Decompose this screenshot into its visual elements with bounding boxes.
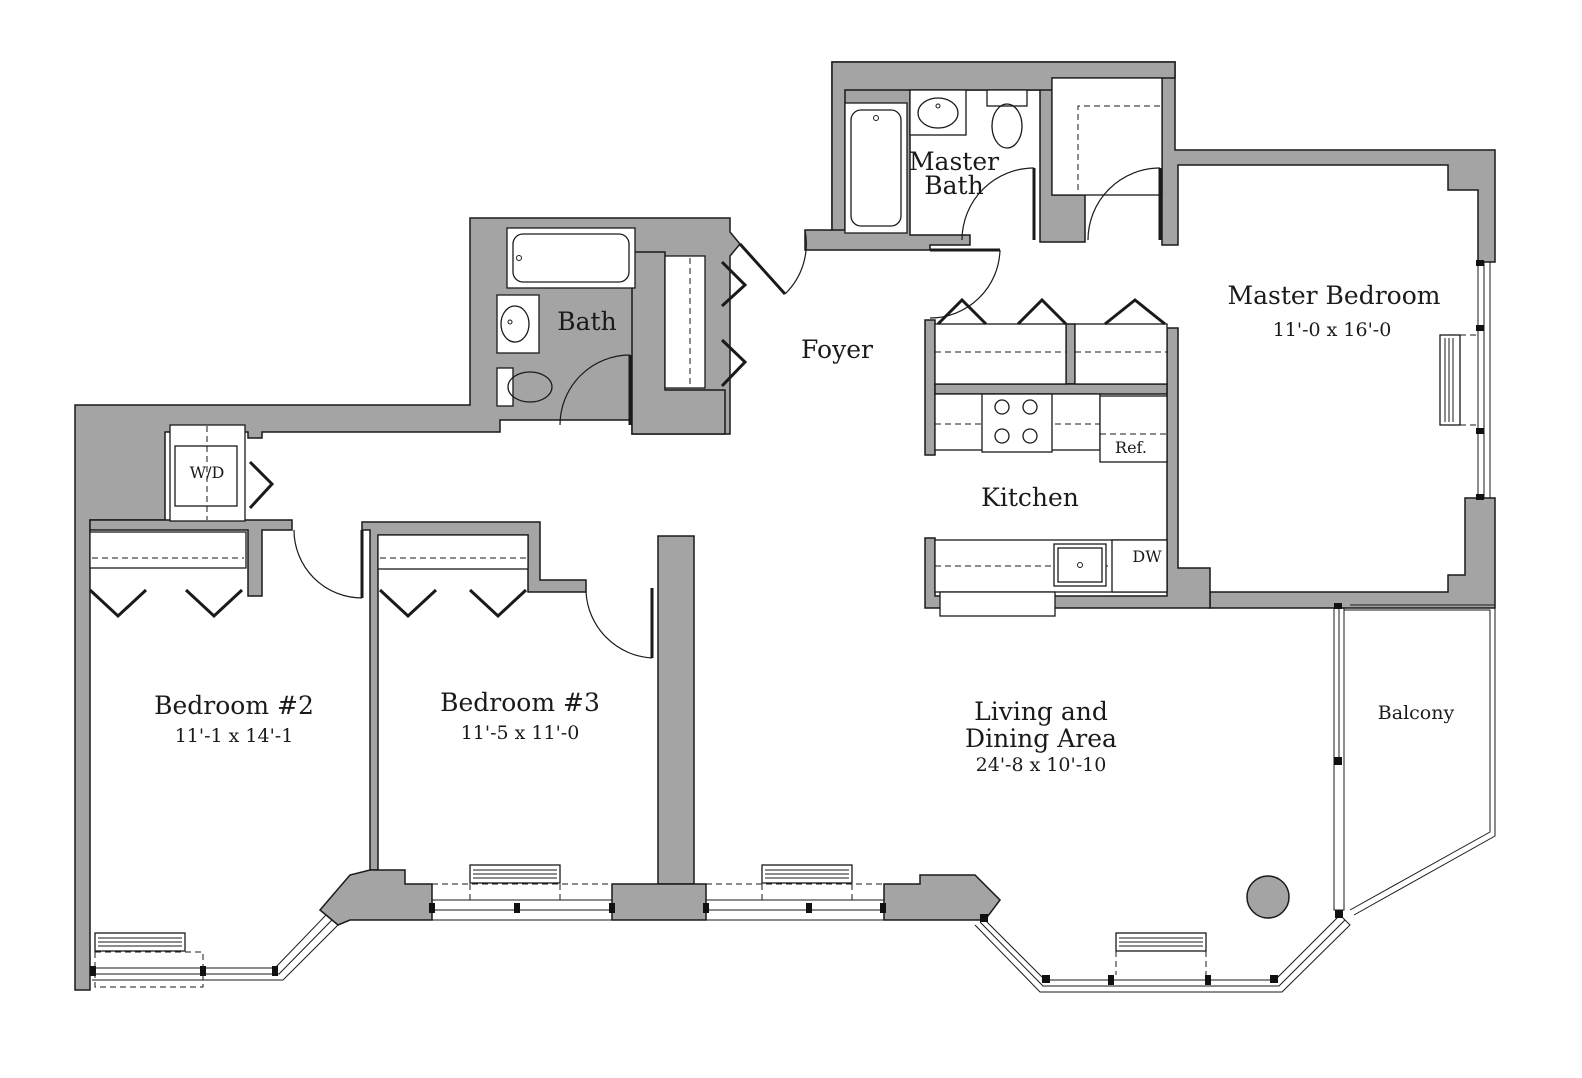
label-foyer: Foyer (801, 335, 873, 364)
label-bedroom2: Bedroom #2 (154, 691, 314, 720)
stove-icon (981, 393, 1053, 453)
label-kitchen: Kitchen (981, 483, 1079, 512)
kitchen-island (939, 591, 1056, 617)
bath-fixtures (496, 227, 807, 426)
dim-bedroom3: 11'-5 x 11'-0 (461, 722, 580, 744)
label-master-bath-line2: Bath (924, 171, 983, 200)
radiator-living-right (1115, 932, 1207, 975)
toilet-icon (496, 367, 514, 407)
label-bedroom3: Bedroom #3 (440, 688, 600, 717)
kitchen-cabinet-wall (924, 319, 936, 456)
label-living-line1: Living and (974, 697, 1108, 726)
structural-column (1246, 875, 1290, 919)
radiator-master (1439, 334, 1478, 426)
dim-master-bedroom: 11'-0 x 16'-0 (1273, 319, 1392, 341)
room-labels: Master Bath Bath Foyer Master Bedroom 11… (154, 147, 1454, 776)
label-washer-dryer: W/D (190, 463, 225, 482)
windows (90, 260, 1491, 993)
label-balcony: Balcony (1378, 702, 1455, 724)
appliance-labels: W/D Ref. DW (190, 438, 1163, 566)
master-bathtub-icon (844, 102, 908, 234)
south-wall-west (318, 869, 433, 926)
label-dishwasher: DW (1132, 547, 1162, 566)
bathtub-icon (506, 227, 636, 289)
radiator-bedroom2 (94, 932, 204, 988)
kitchen-sink-icon (1053, 543, 1107, 587)
label-refrigerator: Ref. (1115, 438, 1147, 457)
shower-icon (1051, 77, 1163, 196)
window-living-angled (974, 914, 1351, 993)
closets (88, 424, 654, 659)
bath-interior-wall (631, 251, 726, 435)
laundry-wall (89, 519, 293, 597)
label-master-bath-line1: Master (909, 147, 999, 176)
label-living-line2: Dining Area (965, 724, 1117, 753)
master-bath-fixtures (844, 77, 1163, 319)
south-wall-center-left (611, 883, 707, 921)
radiators (94, 334, 1478, 988)
radiator-living-left (705, 864, 885, 901)
label-bath: Bath (557, 307, 616, 336)
kitchen-cabinet-divider (1065, 323, 1076, 385)
walls (74, 61, 1496, 991)
dim-bedroom2: 11'-1 x 14'-1 (175, 725, 294, 747)
kitchen-fixtures (934, 297, 1168, 617)
south-wall-center-right (883, 874, 1001, 921)
central-wall (657, 535, 695, 885)
label-master-bedroom: Master Bedroom (1227, 281, 1440, 310)
radiator-bedroom3 (431, 864, 613, 901)
refrigerator-icon (1099, 395, 1168, 463)
kitchen-shelf-wall (934, 383, 1168, 395)
dim-living: 24'-8 x 10'-10 (976, 754, 1107, 776)
east-exterior-wall (1209, 497, 1496, 609)
balcony (1344, 604, 1496, 916)
master-toilet-icon (986, 89, 1028, 107)
sink-icon (496, 294, 540, 354)
